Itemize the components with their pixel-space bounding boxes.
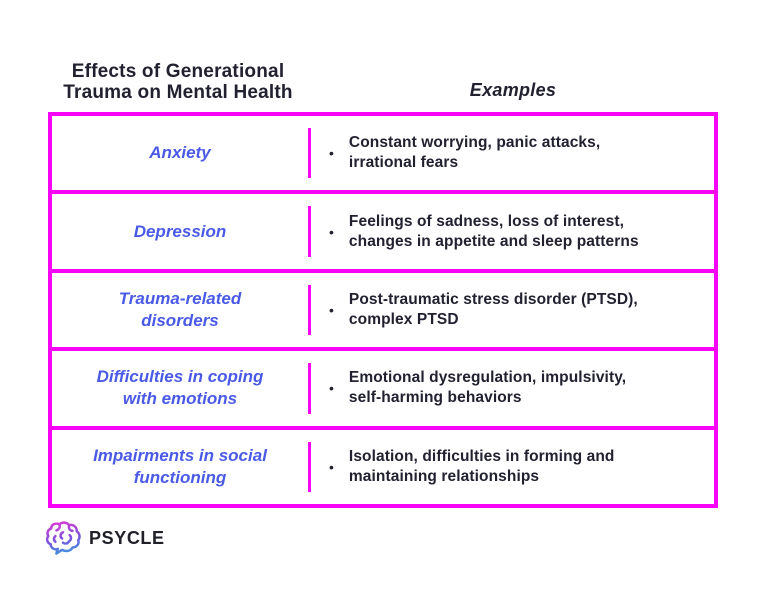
bullet-icon: • [329, 223, 334, 240]
effect-label: Depression [133, 221, 227, 241]
example-cell: • Constant worrying, panic attacks, irra… [308, 116, 714, 190]
example-text: Feelings of sadness, loss of interest, c… [348, 212, 639, 250]
effect-label: Impairments in social functioning [93, 445, 267, 487]
example-text: Constant worrying, panic attacks, irrati… [348, 134, 601, 172]
bullet-icon: • [329, 145, 334, 162]
brand-logo: PSYCLE [44, 520, 165, 556]
column-divider [308, 128, 311, 179]
table-row-coping-difficulties: Difficulties in coping with emotions • E… [52, 351, 714, 430]
example-text: Post-traumatic stress disorder (PTSD), c… [348, 291, 638, 329]
column-divider [308, 441, 311, 493]
table-row-social-impairments: Impairments in social functioning • Isol… [52, 430, 714, 504]
example-cell: • Emotional dysregulation, impulsivity, … [308, 351, 714, 425]
effect-label: Trauma-related disorders [118, 289, 242, 331]
effect-label: Difficulties in coping with emotions [96, 367, 264, 409]
example-cell: • Feelings of sadness, loss of interest,… [308, 194, 714, 268]
column-divider [308, 206, 311, 257]
brand-name: PSYCLE [89, 527, 165, 548]
bullet-icon: • [329, 302, 334, 319]
bullet-icon: • [329, 380, 334, 397]
example-cell: • Isolation, difficulties in forming and… [308, 430, 714, 504]
examples-heading: Examples [469, 80, 557, 100]
table-title: Effects of Generational Trauma on Mental… [63, 61, 293, 103]
column-divider [308, 284, 311, 336]
brain-icon [45, 521, 81, 555]
example-cell: • Post-traumatic stress disorder (PTSD),… [308, 273, 714, 347]
column-divider [308, 363, 311, 414]
effect-label: Anxiety [149, 143, 211, 163]
bullet-icon: • [329, 458, 334, 475]
example-text: Emotional dysregulation, impulsivity, se… [348, 369, 627, 407]
example-text: Isolation, difficulties in forming and m… [348, 447, 615, 485]
table-row-trauma-disorders: Trauma-related disorders • Post-traumati… [52, 273, 714, 352]
table-row-depression: Depression • Feelings of sadness, loss o… [52, 194, 714, 273]
trauma-effects-table: Anxiety • Constant worrying, panic attac… [48, 112, 718, 508]
table-row-anxiety: Anxiety • Constant worrying, panic attac… [52, 116, 714, 195]
